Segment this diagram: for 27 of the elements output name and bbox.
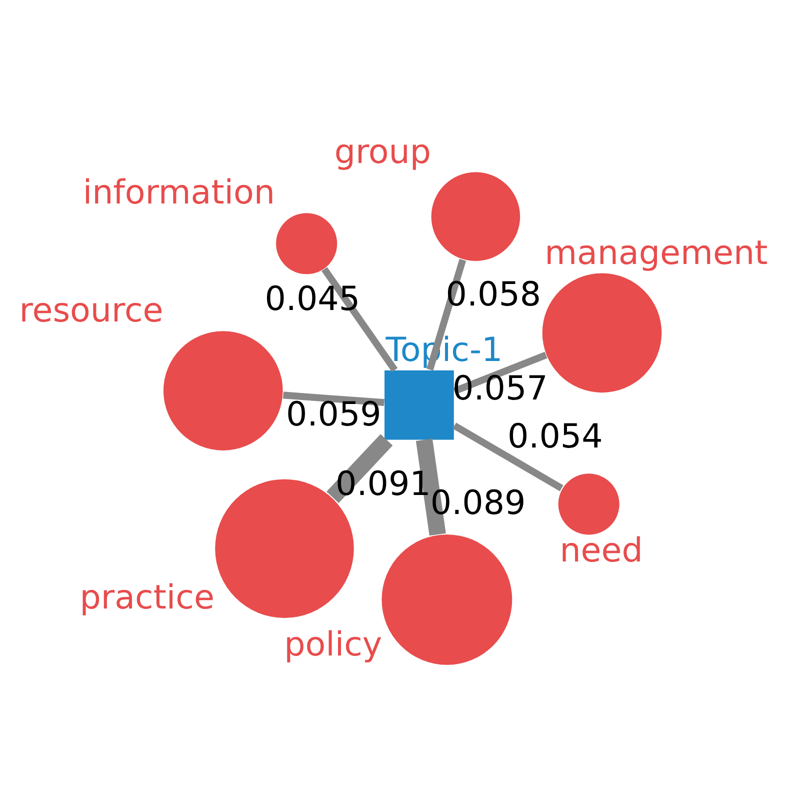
node-label: group [334, 131, 432, 170]
edge-label: 0.091 [336, 464, 431, 503]
node-circle [163, 330, 283, 450]
edge-label: 0.057 [452, 368, 548, 408]
node-label: need [560, 530, 643, 569]
connector [322, 266, 398, 372]
edge-label: 0.059 [286, 394, 382, 433]
connector [326, 434, 393, 503]
node-label: policy [284, 624, 382, 663]
node-label: information [82, 172, 276, 212]
edge-label: 0.089 [430, 482, 526, 522]
node-circle [558, 473, 620, 534]
edge-label: 0.045 [264, 278, 360, 318]
node-circle [431, 172, 520, 260]
node-circle [276, 212, 338, 274]
connector [452, 422, 564, 491]
node-label: management [544, 232, 768, 272]
edge-label: 0.054 [507, 416, 603, 455]
node-label: resource [19, 290, 164, 330]
connector [453, 351, 548, 394]
connector [426, 258, 466, 370]
node-box [384, 370, 454, 440]
node-circle [382, 534, 512, 664]
node-label: practice [80, 577, 214, 616]
connector [416, 438, 446, 536]
connector [283, 391, 384, 406]
edge-label: 0.058 [446, 274, 542, 313]
